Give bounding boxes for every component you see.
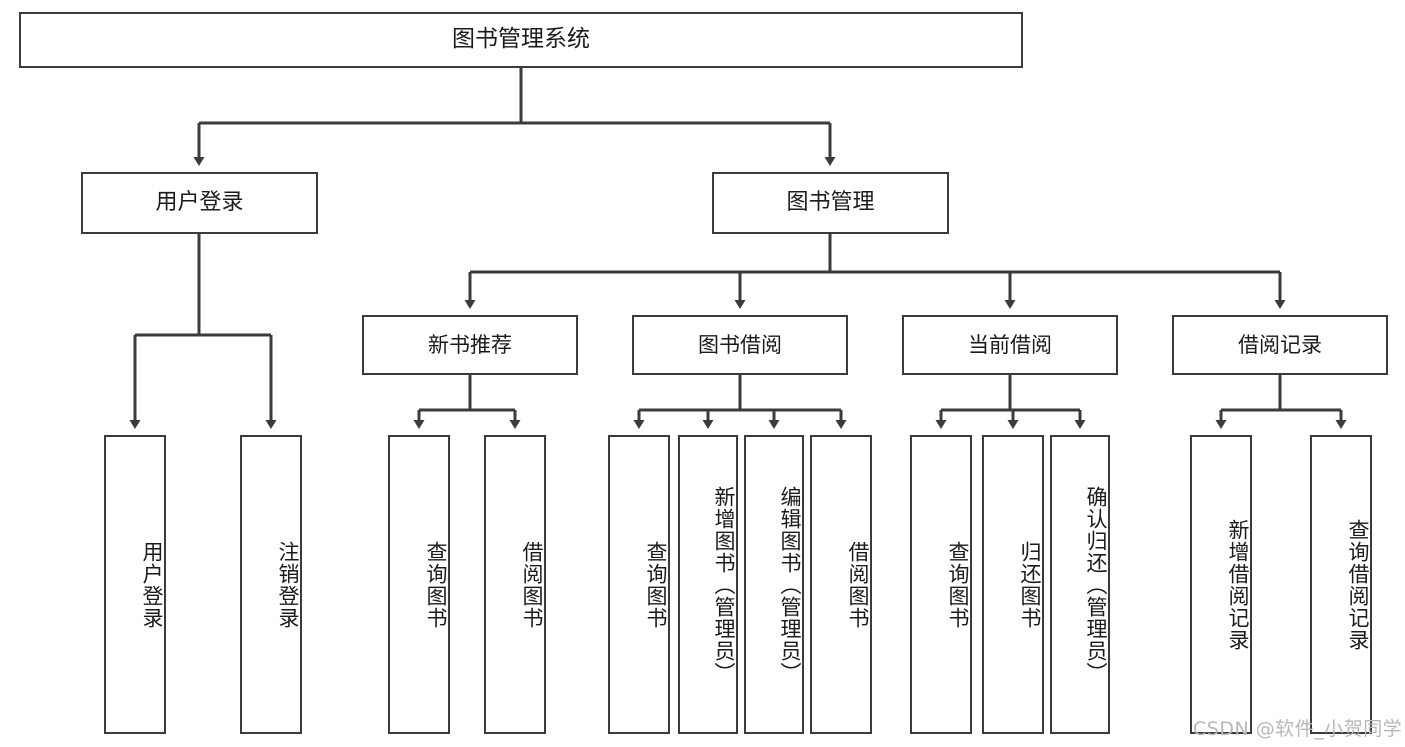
node-leaf-query-book-b[interactable]: 查询图书 xyxy=(608,435,670,734)
node-leaf-logout[interactable]: 注销登录 xyxy=(240,435,302,734)
node-label: 当前借阅 xyxy=(968,332,1052,357)
node-user-login[interactable]: 用户登录 xyxy=(81,172,318,234)
node-label: 确认归还（管理员） xyxy=(1084,485,1108,684)
node-label: 用户登录 xyxy=(140,540,164,629)
node-root-system[interactable]: 图书管理系统 xyxy=(19,12,1023,68)
node-current-borrow[interactable]: 当前借阅 xyxy=(902,315,1118,375)
csdn-watermark: CSDN @软件_小贺同学 xyxy=(1193,718,1403,740)
node-new-book-recommend[interactable]: 新书推荐 xyxy=(362,315,578,375)
node-label: 图书管理 xyxy=(786,190,875,216)
node-label: 用户登录 xyxy=(155,190,244,216)
node-leaf-confirm-return-admin[interactable]: 确认归还（管理员） xyxy=(1050,435,1110,734)
node-leaf-return-book[interactable]: 归还图书 xyxy=(982,435,1044,734)
node-label: 编辑图书（管理员） xyxy=(778,485,802,684)
node-leaf-query-borrow-record[interactable]: 查询借阅记录 xyxy=(1310,435,1372,734)
node-label: 新增图书（管理员） xyxy=(712,485,736,684)
node-label: 查询图书 xyxy=(946,540,970,629)
node-label: 归还图书 xyxy=(1018,540,1042,629)
node-book-management[interactable]: 图书管理 xyxy=(712,172,949,234)
node-leaf-edit-book-admin[interactable]: 编辑图书（管理员） xyxy=(744,435,804,734)
node-label: 借阅图书 xyxy=(846,540,870,629)
node-label: 注销登录 xyxy=(276,540,300,629)
node-leaf-query-book-a[interactable]: 查询图书 xyxy=(388,435,450,734)
node-label: 新书推荐 xyxy=(428,332,512,357)
node-leaf-user-login[interactable]: 用户登录 xyxy=(104,435,166,734)
node-leaf-borrow-book-b[interactable]: 借阅图书 xyxy=(810,435,872,734)
node-leaf-add-borrow-record[interactable]: 新增借阅记录 xyxy=(1190,435,1252,734)
node-label: 查询借阅记录 xyxy=(1346,518,1370,651)
node-label: 图书借阅 xyxy=(698,332,782,357)
node-leaf-add-book-admin[interactable]: 新增图书（管理员） xyxy=(678,435,738,734)
node-book-borrow[interactable]: 图书借阅 xyxy=(632,315,848,375)
node-label: 查询图书 xyxy=(644,540,668,629)
node-leaf-query-book-c[interactable]: 查询图书 xyxy=(910,435,972,734)
node-leaf-borrow-book-a[interactable]: 借阅图书 xyxy=(484,435,546,734)
node-label: 查询图书 xyxy=(424,540,448,629)
node-label: 借阅记录 xyxy=(1238,332,1322,357)
node-borrow-record[interactable]: 借阅记录 xyxy=(1172,315,1388,375)
node-label: 新增借阅记录 xyxy=(1226,518,1250,651)
node-label: 图书管理系统 xyxy=(452,26,590,53)
node-label: 借阅图书 xyxy=(520,540,544,629)
